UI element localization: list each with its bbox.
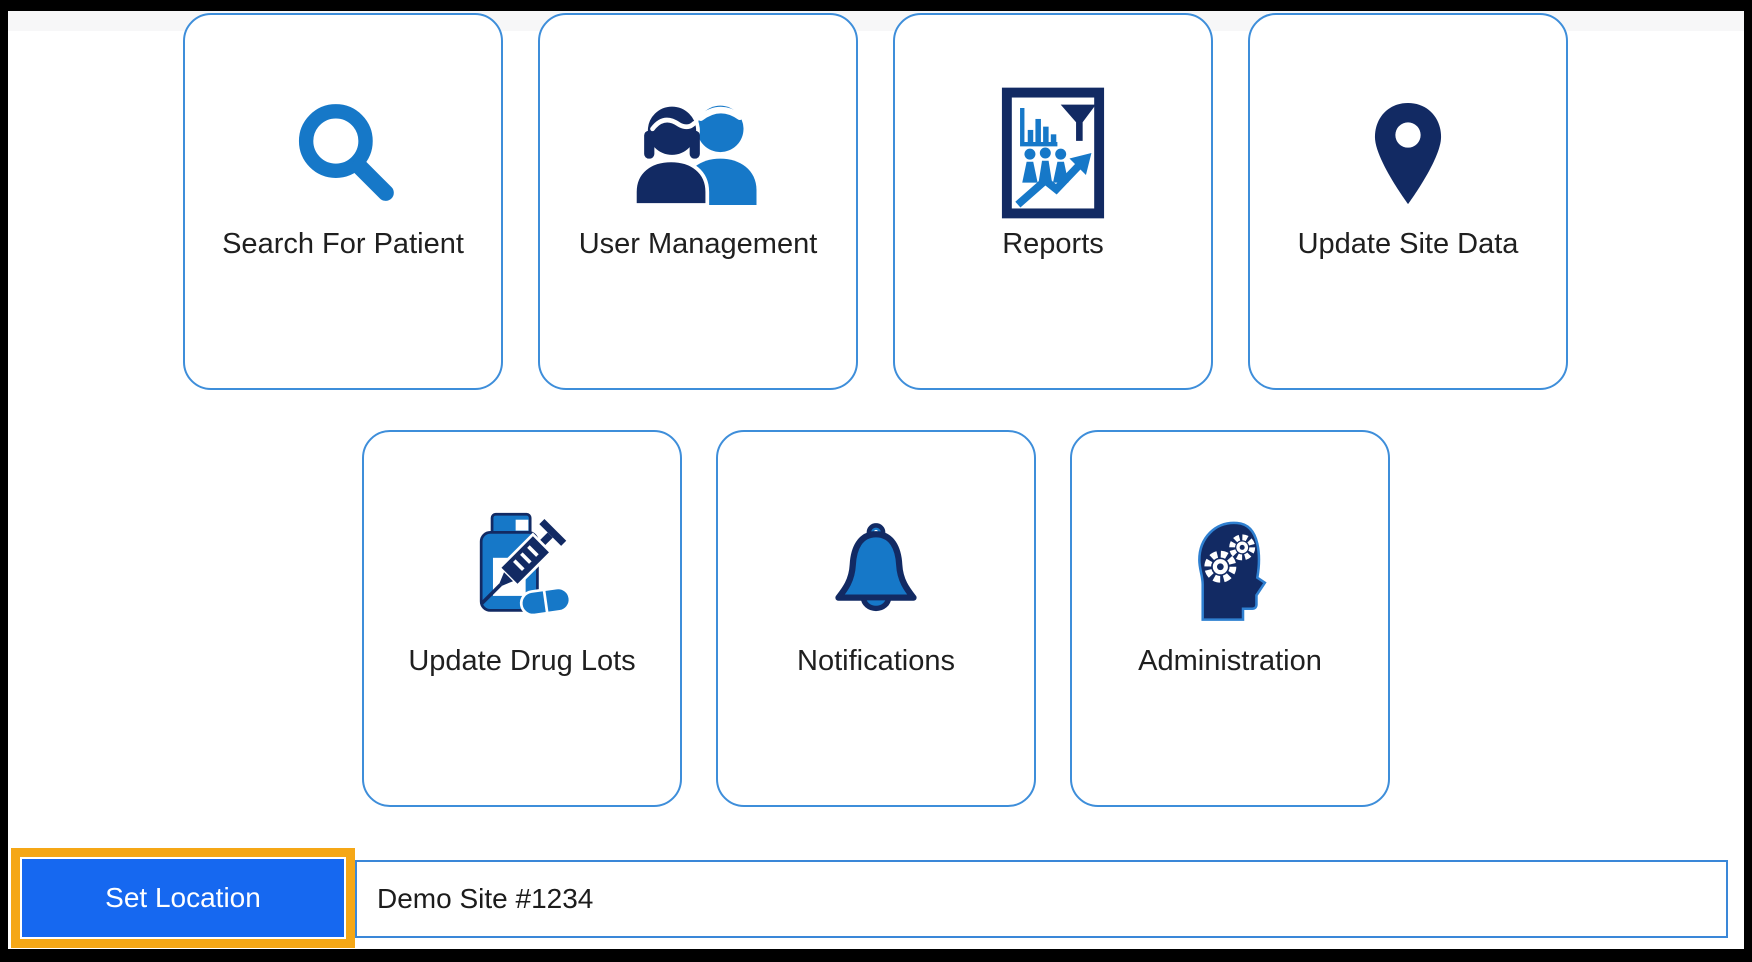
tile-notifications[interactable]: Notifications xyxy=(716,430,1036,807)
screen-frame-left xyxy=(0,0,8,962)
tile-label: Reports xyxy=(1002,228,1104,260)
search-icon xyxy=(185,73,501,233)
tile-row-1: Search For Patient User Management xyxy=(183,13,1568,390)
users-icon xyxy=(540,73,856,233)
tile-label: Notifications xyxy=(797,645,955,677)
screen-frame-right xyxy=(1744,0,1752,962)
tile-search-for-patient[interactable]: Search For Patient xyxy=(183,13,503,390)
tile-user-management[interactable]: User Management xyxy=(538,13,858,390)
screen-frame-bottom xyxy=(0,949,1752,962)
tile-label: Update Drug Lots xyxy=(408,645,636,677)
head-gears-icon xyxy=(1072,490,1388,650)
site-location-field[interactable] xyxy=(355,860,1728,938)
set-location-highlight: Set Location xyxy=(11,848,355,948)
location-pin-icon xyxy=(1250,73,1566,233)
set-location-button[interactable]: Set Location xyxy=(22,859,344,937)
tile-update-drug-lots[interactable]: Update Drug Lots xyxy=(362,430,682,807)
report-chart-icon xyxy=(895,73,1211,233)
tile-label: User Management xyxy=(578,228,818,260)
tile-reports[interactable]: Reports xyxy=(893,13,1213,390)
screen-frame-top xyxy=(0,0,1752,11)
tile-administration[interactable]: Administration xyxy=(1070,430,1390,807)
bell-icon xyxy=(718,490,1034,650)
tile-update-site-data[interactable]: Update Site Data xyxy=(1248,13,1568,390)
tile-label: Update Site Data xyxy=(1297,228,1519,260)
tile-row-2: Update Drug Lots Notifications xyxy=(362,430,1390,807)
tile-label: Search For Patient xyxy=(222,228,464,260)
tile-label: Administration xyxy=(1138,645,1322,677)
syringe-bottle-icon xyxy=(364,490,680,650)
